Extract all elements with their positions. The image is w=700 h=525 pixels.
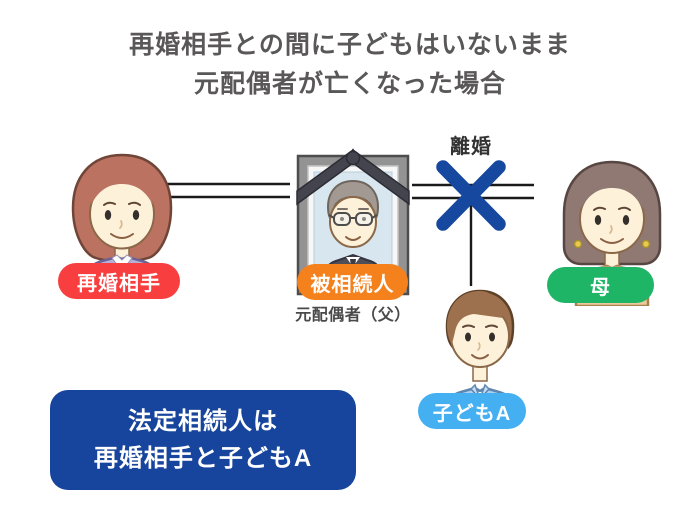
badge-remarriage-partner: 再婚相手 <box>58 263 180 299</box>
person-decedent-memorial-portrait-illustration <box>296 148 410 296</box>
glasses-icon <box>328 212 378 226</box>
page-title: 再婚相手との間に子どもはいないまま 元配偶者が亡くなった場合 <box>0 26 700 104</box>
badge-child-a: 子どもA <box>418 393 526 429</box>
divorce-x-icon <box>436 160 506 231</box>
earring-icon <box>573 239 583 249</box>
divorce-label: 離婚 <box>450 136 492 158</box>
title-line-2: 元配偶者が亡くなった場合 <box>193 70 506 98</box>
mourning-ribbon-icon <box>296 148 410 206</box>
badge-mother: 母 <box>547 267 654 303</box>
earring-icon <box>641 239 651 249</box>
title-line-1: 再婚相手との間に子どもはいないまま <box>129 31 571 59</box>
badge-decedent: 被相続人 <box>297 264 408 300</box>
conclusion-box: 法定相続人は 再婚相手と子どもA <box>50 390 356 490</box>
conclusion-line-2: 再婚相手と子どもA <box>93 445 313 472</box>
conclusion-line-1: 法定相続人は <box>128 408 278 435</box>
decedent-sublabel: 元配偶者（父） <box>295 307 411 324</box>
marriage-line-left <box>166 182 290 199</box>
